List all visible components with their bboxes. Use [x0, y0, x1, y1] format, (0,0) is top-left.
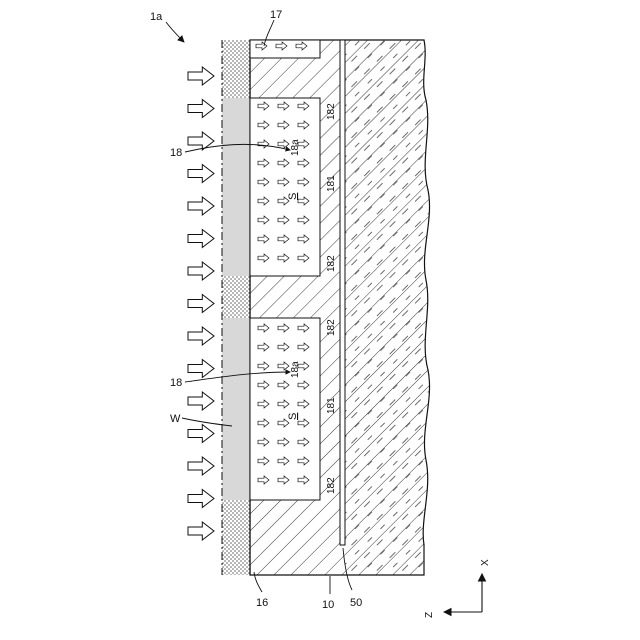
- flow-arrow: [188, 100, 214, 118]
- label-50: 50: [350, 597, 362, 609]
- label-s-upper: S: [287, 193, 299, 200]
- label-10: 10: [322, 599, 334, 611]
- flow-arrow: [188, 425, 214, 443]
- label-18-lower: 18: [170, 377, 182, 389]
- leader-1a: [166, 22, 184, 42]
- label-17: 17: [270, 9, 282, 21]
- axis-z-label: Z: [424, 612, 435, 618]
- label-181-lower: 181: [326, 397, 337, 414]
- recess-17: [250, 40, 320, 58]
- axis-x-label: X: [480, 559, 491, 566]
- flow-arrow: [188, 67, 214, 85]
- label-182-a: 182: [326, 103, 337, 120]
- flow-arrow: [188, 457, 214, 475]
- flow-arrow: [188, 360, 214, 378]
- flow-arrow: [188, 230, 214, 248]
- label-182-b: 182: [326, 255, 337, 272]
- thin-layer-50: [340, 40, 345, 545]
- flow-arrow: [188, 295, 214, 313]
- gas-flow-arrows: [188, 67, 214, 540]
- label-18a-lower: 18a: [290, 361, 301, 378]
- label-181-upper: 181: [326, 175, 337, 192]
- label-182-c: 182: [326, 319, 337, 336]
- label-s-lower: S: [287, 413, 299, 420]
- flow-arrow: [188, 392, 214, 410]
- label-18-upper: 18: [170, 147, 182, 159]
- label-device: 1a: [150, 11, 163, 23]
- base-body-texture: [345, 40, 430, 575]
- label-18a-upper: 18a: [290, 139, 301, 156]
- flow-arrow: [188, 262, 214, 280]
- wafer-strip-upper: [222, 98, 250, 276]
- label-16: 16: [256, 597, 268, 609]
- flow-arrow: [188, 197, 214, 215]
- flow-arrow: [188, 165, 214, 183]
- label-w: W: [170, 413, 181, 425]
- flow-arrow: [188, 522, 214, 540]
- flow-arrow: [188, 327, 214, 345]
- flow-arrow: [188, 490, 214, 508]
- label-182-d: 182: [326, 477, 337, 494]
- wafer-strip-lower: [222, 318, 250, 500]
